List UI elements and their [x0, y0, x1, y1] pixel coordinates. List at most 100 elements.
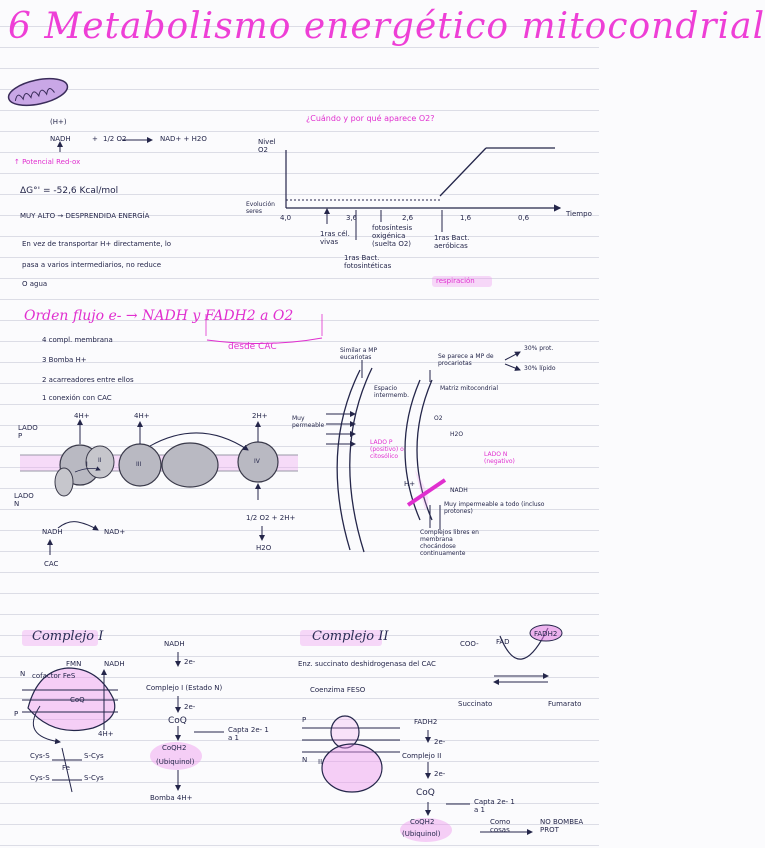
c2-fumarato: Fumarato — [548, 700, 582, 708]
muy-permeable-note: Muy permeable — [292, 415, 325, 429]
c1-fmn: FMN — [66, 660, 82, 668]
chart-tick-3: 2,6 — [402, 214, 414, 222]
h-label-3: 2H+ — [252, 412, 268, 420]
page-title: 6 Metabolismo energético mitocondrial — [8, 6, 765, 47]
c1-bomba: Bomba 4H+ — [150, 794, 193, 802]
top-text-2: pasa a varios intermediarios, no reduce — [22, 261, 162, 269]
drawing-layer — [7, 77, 563, 842]
c2-coqh2: CoQH2 — [410, 818, 435, 826]
chart-ylabel: Nivel O2 — [258, 138, 276, 155]
mito-o2: O2 — [434, 415, 443, 422]
chart-tick-2: 3,6 — [346, 214, 358, 222]
orden-item-3: 2 acarreadores entre ellos — [42, 376, 134, 384]
c2-como: Como cosas — [490, 818, 511, 835]
c1-fe: Fe — [62, 764, 70, 772]
c2-no-bombea: NO BOMBEA PROT — [540, 818, 584, 835]
c1-e1: 2e- — [184, 658, 196, 666]
c1-nadh: NADH — [104, 660, 125, 668]
c1-cys-3: Cys-S — [30, 774, 50, 782]
chart-ann-3: fotosíntesis oxigénica (suelta O2) — [372, 224, 413, 249]
c2-flow-fadh: FADH2 — [414, 718, 438, 726]
similar-note: Similar a MP eucariotas — [340, 347, 378, 361]
nad-diagram: NAD+ — [104, 528, 126, 536]
matriz-note: Matriz mitocondrial — [440, 385, 498, 392]
prot-note: 30% prot. — [524, 345, 554, 352]
oxygen-chart — [285, 147, 562, 240]
c2-n: N — [302, 756, 308, 764]
chart-ann-2: 1ras Bact. fotosintéticas — [344, 254, 392, 271]
membrane-diagram — [20, 419, 298, 555]
c2-coenzima: Coenzima FESO — [310, 686, 366, 694]
c1-p: P — [14, 710, 19, 718]
mito-lado-n: LADO N (negativo) — [484, 451, 515, 465]
complejos-note: Complejos libres en membrana chocándose … — [420, 529, 479, 557]
products-label: NAD+ + H2O — [160, 135, 207, 143]
top-text-3: O agua — [22, 280, 48, 288]
c1-4h: 4H+ — [98, 730, 114, 738]
orden-item-4: 1 conexión con CAC — [42, 394, 112, 402]
complex-i-heading: Complejo I — [32, 629, 104, 644]
chart-rise — [439, 147, 487, 197]
mito-nadh: NADH — [450, 487, 468, 494]
complex-ii-shape — [85, 445, 115, 479]
chart-ann-5: respiración — [436, 277, 475, 285]
delta-g: ΔG°' = -52,6 Kcal/mol — [20, 186, 119, 196]
c2-e1: 2e- — [434, 738, 446, 746]
mito-membrane-sketch — [326, 351, 521, 553]
orden-item-1: 4 compl. membrana — [42, 336, 113, 344]
c2-roman: II — [318, 758, 323, 766]
chart-question: ¿Cuándo y por qué aparece O2? — [306, 114, 435, 123]
lado-n-label: LADO N — [14, 492, 34, 509]
c1-capta: Capta 2e- 1 a 1 — [228, 726, 269, 743]
c2-fadh2: FADH2 — [534, 630, 558, 638]
complex-iii-label: III — [136, 461, 142, 468]
c2-p: P — [302, 716, 307, 724]
chart-origin-label: Evolución seres — [246, 201, 275, 215]
cac-diagram: CAC — [44, 560, 59, 568]
c1-coq: CoQ — [70, 696, 85, 704]
orden-heading: Orden flujo e- → NADH y FADH2 a O2 — [24, 308, 294, 324]
chart-xlabel: Tiempo — [566, 210, 592, 218]
parece-note: Se parece a MP de procariotas — [438, 353, 494, 367]
c2-ubiq: (Ubiquinol) — [402, 830, 441, 838]
c1-cofactor: cofactor FeS — [32, 672, 76, 680]
plus-sign: + — [92, 135, 98, 143]
mito-hplus: H+ — [404, 480, 416, 488]
c1-complejo: Complejo I (Estado N) — [146, 684, 223, 692]
chart-ann-1: 1ras cél. vivas — [320, 230, 350, 247]
lado-p-label: LADO P — [18, 424, 38, 441]
c1-ubiq: (Ubiquinol) — [156, 758, 195, 766]
c1-cys-4: S-Cys — [84, 774, 104, 782]
espacio-note: Espacio intermemb. — [374, 385, 409, 399]
impermeable-note: Muy impermeable a todo (incluso protones… — [444, 501, 545, 515]
half-o2: 1/2 O2 — [103, 135, 127, 143]
mito-h2o: H2O — [450, 431, 464, 438]
chart-tick-5: 0,6 — [518, 214, 530, 222]
c2-coo: COO- — [460, 640, 479, 648]
h2o-diagram: H2O — [256, 544, 272, 552]
c1-n: N — [20, 670, 26, 678]
nadh-label: NADH — [50, 135, 71, 143]
c1-e2: 2e- — [184, 703, 196, 711]
chart-tick-4: 1,6 — [460, 214, 472, 222]
c1-cys-1: Cys-S — [30, 752, 50, 760]
c2-coq: CoQ — [416, 788, 435, 798]
c2-fad: FAD — [496, 638, 510, 646]
complex-ii-drawing — [302, 624, 563, 842]
c2-enz: Enz. succinato deshidrogenasa del CAC — [298, 660, 436, 668]
mitochondria-icon — [7, 77, 69, 107]
c1-coqh2: CoQH2 — [162, 744, 187, 752]
orden-item-2: 3 Bomba H+ — [42, 356, 87, 364]
o2-diagram: 1/2 O2 + 2H+ — [246, 514, 296, 522]
c1-coq2: CoQ — [168, 716, 187, 726]
complex-i-drawing — [22, 652, 224, 793]
c2-capta: Capta 2e- 1 a 1 — [474, 798, 515, 815]
orden-subheading: desde CAC — [228, 342, 277, 352]
complex-ii-label: II — [98, 457, 102, 464]
chart-tick-1: 4,0 — [280, 214, 292, 222]
c1-cys-2: S-Cys — [84, 752, 104, 760]
lip-note: 30% lípido — [524, 365, 556, 372]
nadh-diagram: NADH — [42, 528, 63, 536]
c2-complejo: Complejo II — [402, 752, 442, 760]
